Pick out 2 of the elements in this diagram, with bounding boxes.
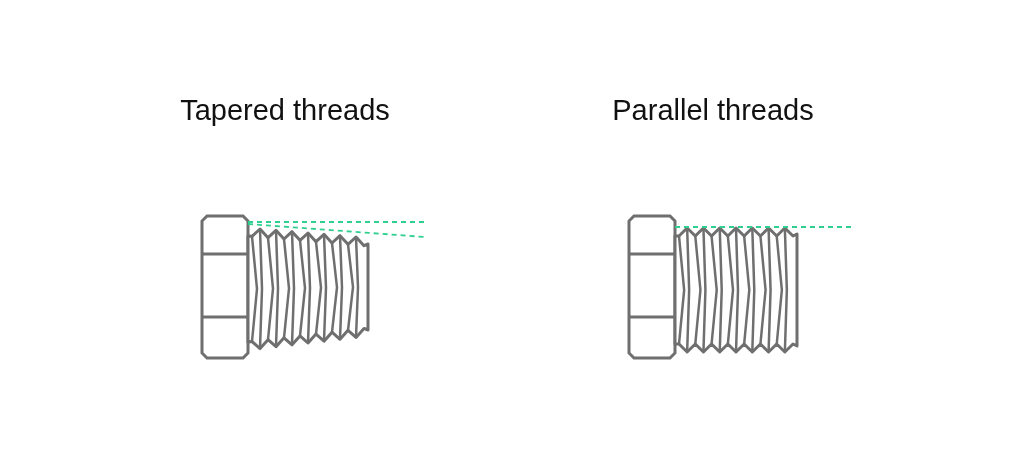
title-label: Tapered threads [180, 94, 390, 127]
title-label: Parallel threads [612, 94, 814, 127]
